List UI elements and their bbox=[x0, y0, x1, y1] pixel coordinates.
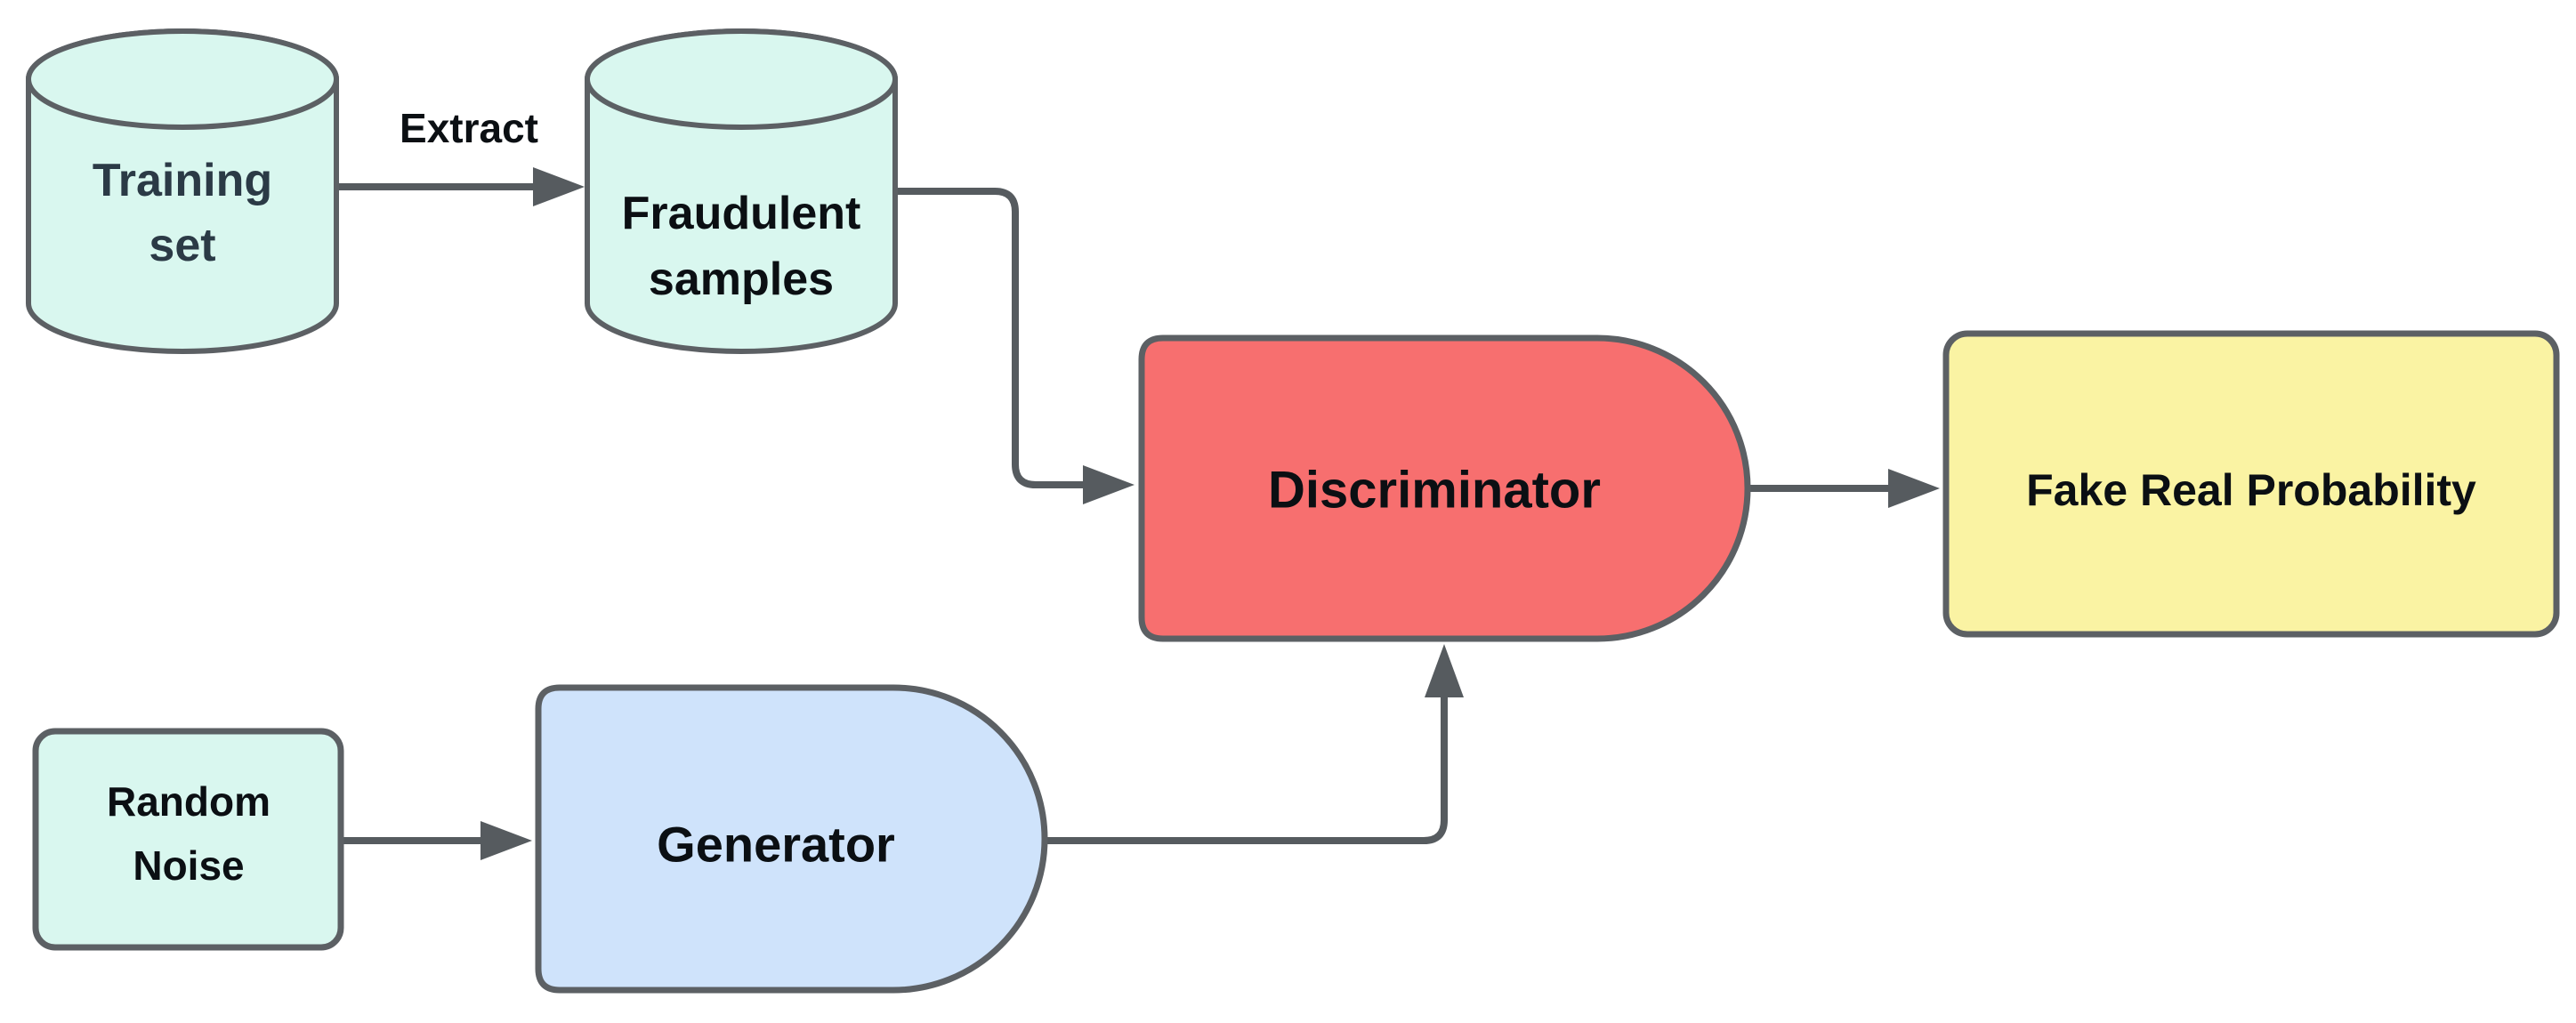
generator-to-discriminator-line bbox=[1045, 696, 1448, 844]
generator-node: Generator bbox=[535, 684, 1048, 994]
training-set-label-line2: set bbox=[149, 220, 215, 271]
training-set-cylinder-top bbox=[26, 28, 339, 130]
fraudulent-samples-label-line2: samples bbox=[649, 254, 834, 305]
fraudulent-samples-node: Fraudulent samples bbox=[585, 28, 898, 354]
extract-arrowhead bbox=[533, 167, 585, 206]
extract-edge-label: Extract bbox=[400, 105, 538, 151]
generator-shape bbox=[535, 684, 1048, 994]
fake-real-probability-box bbox=[1942, 330, 2560, 638]
fraudulent-samples-cylinder-top bbox=[585, 28, 898, 130]
fake-real-probability-node: Fake Real Probability bbox=[1942, 330, 2560, 638]
discriminator-label: Discriminator bbox=[1268, 462, 1601, 520]
discriminator-shape bbox=[1138, 334, 1751, 642]
random-noise-to-generator-arrow bbox=[341, 821, 532, 860]
random-noise-node: Random Noise bbox=[32, 728, 344, 951]
fake-real-probability-label: Fake Real Probability bbox=[2026, 465, 2476, 515]
random-noise-label-line2: Noise bbox=[133, 842, 244, 889]
discriminator-node: Discriminator bbox=[1138, 334, 1751, 642]
fraudulent-to-discriminator-line bbox=[895, 188, 1083, 488]
random-noise-label-line1: Random bbox=[107, 778, 271, 825]
random-noise-box bbox=[32, 728, 344, 951]
generator-label: Generator bbox=[657, 817, 895, 873]
extract-arrow bbox=[336, 167, 585, 206]
training-set-node: Training set bbox=[26, 28, 339, 354]
fraudulent-to-discriminator-arrowhead bbox=[1083, 465, 1135, 504]
generator-to-discriminator-connector bbox=[1045, 644, 1464, 844]
generator-to-discriminator-arrowhead bbox=[1425, 644, 1464, 697]
discriminator-to-output-arrow bbox=[1747, 469, 1940, 508]
fraudulent-samples-label-line1: Fraudulent bbox=[622, 188, 861, 239]
fraudulent-to-discriminator-connector bbox=[895, 188, 1135, 504]
discriminator-to-output-arrowhead bbox=[1888, 469, 1940, 508]
random-noise-to-generator-arrowhead bbox=[480, 821, 532, 860]
training-set-label-line1: Training bbox=[93, 155, 272, 206]
